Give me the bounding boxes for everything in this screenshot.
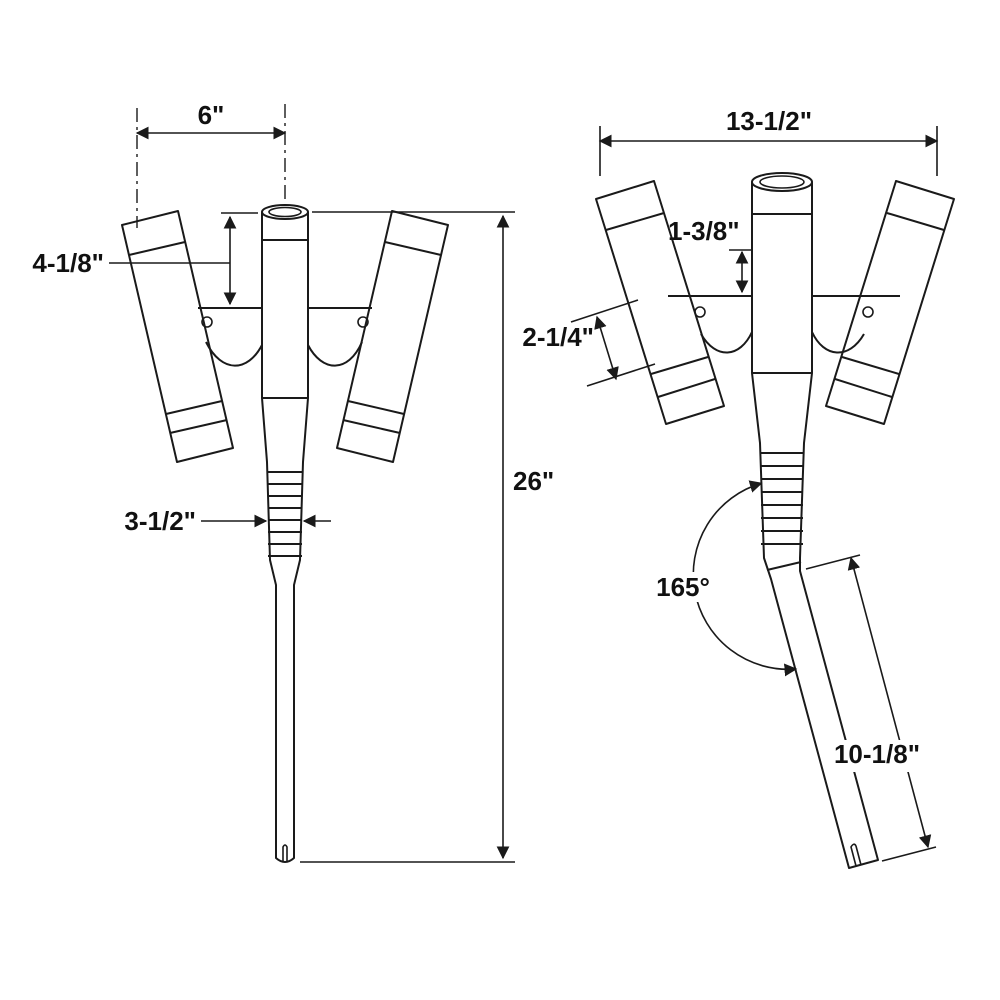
side-dim-bend-angle: 165° xyxy=(652,480,798,677)
side-view: 13-1/2" 1-3/8" 2-1/4" 165° 10-1/8" xyxy=(522,106,955,869)
front-mounting-bracket xyxy=(198,307,372,367)
front-gimbal-ribs xyxy=(268,471,302,557)
side-left-rod-tube xyxy=(595,180,725,425)
front-dim-overall-height: 26" xyxy=(300,211,554,863)
side-dim-bracket-width: 2-1/4" xyxy=(522,299,656,387)
side-right-rod-tube xyxy=(825,180,955,425)
dim-label-front-overall-height: 26" xyxy=(513,466,554,496)
front-dim-tube-diameter: 3-1/2" xyxy=(124,506,331,536)
front-dim-mount-offset: 4-1/8" xyxy=(32,212,258,306)
side-screw-hole-left xyxy=(694,306,706,318)
dim-label-side-bracket-width: 2-1/4" xyxy=(522,322,594,352)
front-dim-top-width: 6" xyxy=(135,100,287,228)
front-center-tube xyxy=(261,204,309,863)
side-mounting-bracket xyxy=(668,295,900,354)
side-dim-shaft-length: 10-1/8" xyxy=(805,554,937,862)
dim-label-front-tube-diameter: 3-1/2" xyxy=(124,506,196,536)
dim-label-side-shaft-length: 10-1/8" xyxy=(834,739,920,769)
front-screw-hole-left xyxy=(201,316,213,328)
front-view: 6" 4-1/8" 26" 3-1/2" xyxy=(32,100,554,863)
dim-label-front-top-width: 6" xyxy=(198,100,225,130)
front-right-rod-tube xyxy=(336,210,449,463)
dim-label-side-bend-angle: 165° xyxy=(656,572,710,602)
dim-label-front-mount-offset: 4-1/8" xyxy=(32,248,104,278)
side-screw-hole-right xyxy=(862,306,874,318)
dim-label-side-top-width: 13-1/2" xyxy=(726,106,812,136)
dim-label-side-flange-offset: 1-3/8" xyxy=(668,216,740,246)
side-dim-flange-offset: 1-3/8" xyxy=(668,216,751,294)
side-dim-top-width: 13-1/2" xyxy=(598,106,939,176)
front-gimbal-slot xyxy=(282,844,288,861)
front-left-rod-tube xyxy=(121,210,234,463)
front-screw-hole-right xyxy=(357,316,369,328)
